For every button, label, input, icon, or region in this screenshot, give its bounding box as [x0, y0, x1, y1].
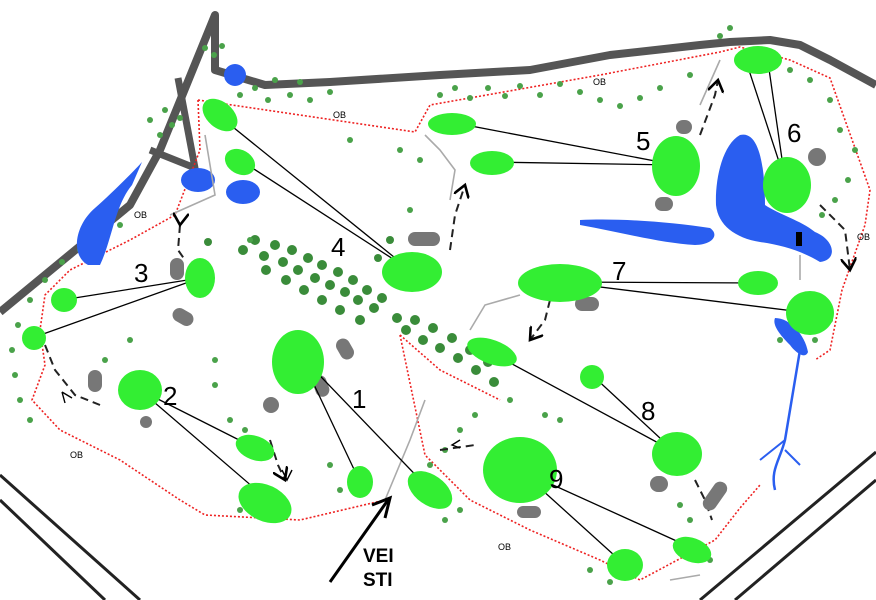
bridge [796, 232, 802, 246]
road-label-line1: VEI [363, 546, 394, 567]
hole-number-1: 1 [352, 384, 366, 414]
hole-numbers: 1 2 3 4 5 6 7 8 9 [134, 118, 801, 494]
ob-label: OB [593, 77, 606, 87]
hole-number-2: 2 [163, 381, 177, 411]
entrance-arrow [328, 495, 393, 583]
tree-icon [204, 235, 499, 387]
road-spur [148, 77, 199, 172]
road-bottom-right-1 [699, 450, 876, 600]
ob-label: OB [498, 542, 511, 552]
water-icon [76, 64, 832, 356]
hole-number-4: 4 [331, 232, 345, 262]
ob-label: OB [333, 110, 346, 120]
ob-label: OB [857, 232, 870, 242]
hole-number-5: 5 [636, 126, 650, 156]
basket-green-icon [22, 46, 834, 581]
road-label-line2: STI [363, 570, 393, 591]
ob-labels: OB OB OB OB OB OB [70, 77, 870, 552]
hole-number-7: 7 [612, 256, 626, 286]
fairway-lines [31, 57, 811, 566]
road-bottom-left-2 [0, 498, 107, 600]
ob-label: OB [134, 210, 147, 220]
hole-number-8: 8 [641, 396, 655, 426]
road-bottom-right-2 [734, 478, 876, 600]
hole-number-3: 3 [134, 258, 148, 288]
road-top [0, 11, 876, 316]
stream [772, 349, 802, 491]
arrow-icon [61, 391, 461, 482]
road-bottom-left-1 [0, 473, 141, 600]
hole-number-9: 9 [549, 464, 563, 494]
stream-branch [759, 439, 801, 466]
ob-boundary [31, 46, 871, 581]
hole-number-6: 6 [787, 118, 801, 148]
tree-clusters [9, 25, 858, 585]
walk-routes [44, 80, 850, 521]
ob-label: OB [70, 450, 83, 460]
roads [0, 11, 876, 600]
